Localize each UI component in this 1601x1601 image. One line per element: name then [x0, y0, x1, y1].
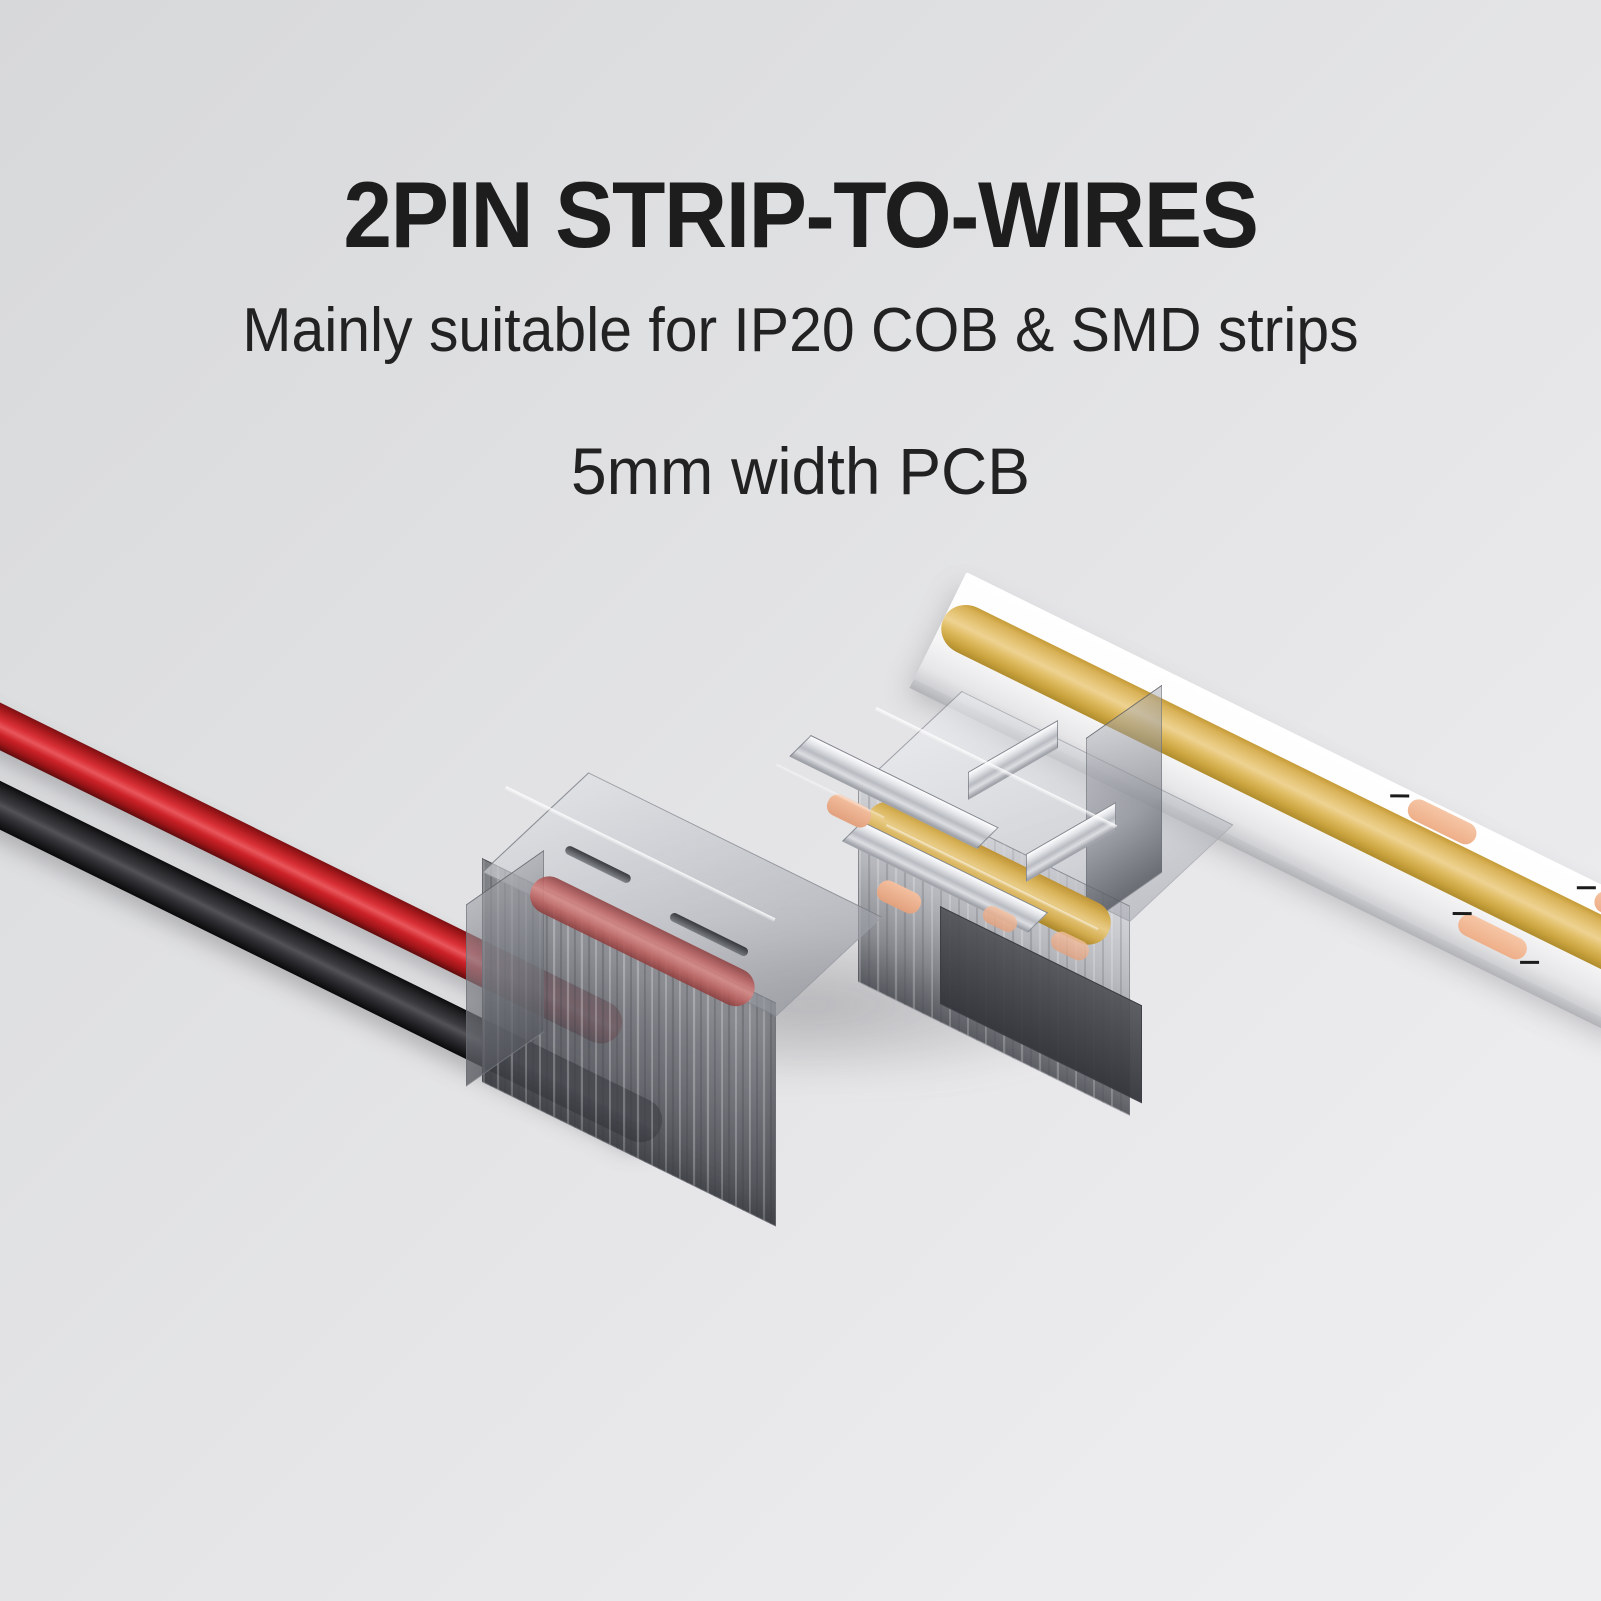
page-title: 2PIN STRIP-TO-WIRES [343, 162, 1259, 267]
subtitle-compatibility: Mainly suitable for IP20 COB & SMD strip… [242, 296, 1359, 365]
cut-mark-icon [1520, 960, 1540, 964]
cut-mark-icon [1452, 912, 1472, 916]
cut-mark-icon [1390, 794, 1410, 798]
connector-housing [466, 680, 1234, 1227]
cut-mark-icon [1576, 886, 1596, 890]
subtitle-pcb-width: 5mm width PCB [571, 434, 1030, 508]
